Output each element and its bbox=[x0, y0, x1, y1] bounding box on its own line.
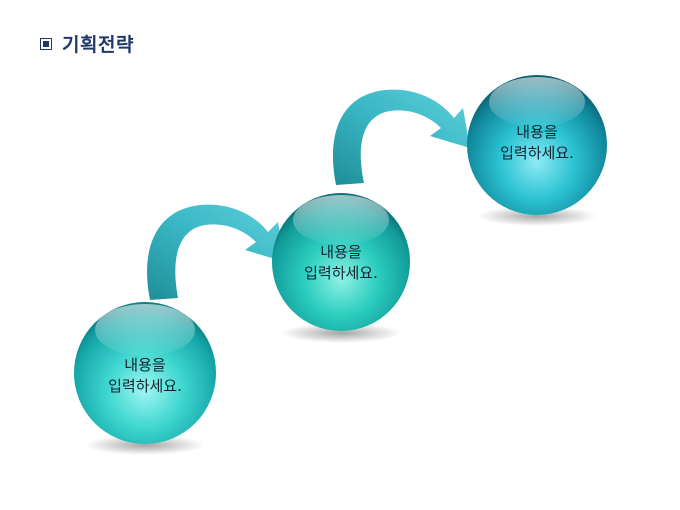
step-2-line2: 입력하세요. bbox=[304, 264, 378, 282]
step-ball-2: 내용을 입력하세요. bbox=[272, 193, 410, 343]
step-1-line2: 입력하세요. bbox=[108, 377, 182, 395]
step-2-line1: 내용을 bbox=[320, 243, 361, 261]
curved-arrow-icon bbox=[147, 204, 285, 300]
step-3-line2: 입력하세요. bbox=[500, 144, 574, 162]
curved-arrow-icon bbox=[332, 89, 470, 185]
step-1-line1: 내용을 bbox=[124, 356, 165, 374]
step-ball-3: 내용을 입력하세요. bbox=[467, 75, 607, 226]
step-3-line1: 내용을 bbox=[516, 123, 557, 141]
page-title: 기획전략 bbox=[62, 34, 134, 56]
header: 기획전략 bbox=[40, 30, 134, 57]
square-bullet-icon bbox=[40, 37, 52, 50]
step-ball-1: 내용을 입력하세요. bbox=[74, 302, 216, 455]
